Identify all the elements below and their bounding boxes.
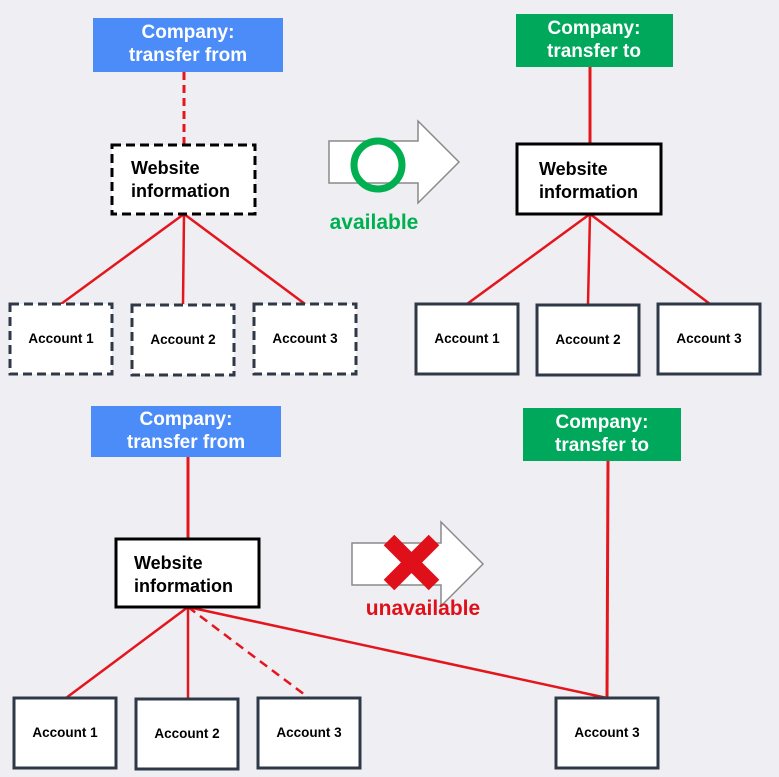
top-website-from-box [110, 143, 257, 216]
top-website-to-line2: information [539, 182, 638, 202]
bottom-from-account-3-box [256, 696, 362, 770]
top-to-account-3-box [656, 302, 762, 376]
bottom-company-to: Company: transfer to [523, 408, 681, 461]
top-website-to: Website information [515, 142, 663, 216]
bottom-moved-account-label: Account 3 [574, 725, 640, 740]
bottom-website-line1: Website [134, 553, 203, 573]
top-to-link-account-3 [589, 213, 711, 305]
top-to-account-1-label: Account 1 [434, 331, 500, 346]
top-website-to-line1: Website [539, 159, 608, 179]
bottom-company-from: Company: transfer from [91, 406, 281, 457]
bottom-from-account-1-label: Account 1 [32, 725, 98, 740]
top-company-from-line2: transfer from [129, 45, 247, 66]
right-arrow-icon [328, 119, 461, 205]
bottom-transfer-indicator: unavailable [351, 520, 485, 620]
top-from-account-3-box [252, 302, 358, 376]
top-to-account-2-label: Account 2 [555, 332, 620, 347]
top-company-from-box [93, 18, 283, 72]
bottom-from-account-1-box [12, 696, 118, 770]
top-company-to-box [516, 14, 673, 67]
bottom-from-link-account-1 [65, 605, 189, 700]
top-from-account-1-label: Account 1 [28, 331, 94, 346]
bottom-company-from-line1: Company: [140, 409, 233, 430]
top-website-from: Website information [110, 143, 257, 216]
cross-x-icon [383, 534, 440, 591]
top-connectors [60, 67, 711, 306]
top-to-link-account-2 [586, 213, 592, 305]
bottom-moved-account-box [554, 696, 660, 770]
top-transfer-indicator: available [328, 119, 461, 234]
top-to-account-1-box [414, 302, 520, 376]
top-company-to-line1: Company: [548, 18, 641, 39]
top-status-available: available [330, 211, 419, 234]
top-company-from: Company: transfer from [93, 18, 283, 72]
bottom-website-to-moved-account [187, 605, 608, 700]
top-website-from-line1: Website [131, 158, 200, 178]
top-from-link-account-3 [183, 212, 306, 306]
top-to-account-3-label: Account 3 [676, 331, 742, 346]
top-from-account-2-label: Account 2 [150, 332, 215, 347]
top-from-account-1-box [8, 302, 114, 376]
top-to-account-2-box [535, 303, 641, 377]
bottom-company-to-line2: transfer to [555, 435, 649, 456]
bottom-website: Website information [114, 537, 261, 609]
bottom-website-line2: information [134, 576, 233, 596]
top-company-to-line2: transfer to [547, 41, 641, 62]
top-company-from-line1: Company: [142, 22, 235, 43]
bottom-connectors [65, 457, 610, 700]
top-to-link-account-1 [466, 212, 591, 306]
bottom-company-to-line1: Company: [556, 412, 649, 433]
bottom-website-box [114, 537, 261, 609]
top-company-to: Company: transfer to [516, 14, 673, 67]
bottom-to-company-link [605, 460, 610, 699]
bottom-from-link-account-3-dashed [187, 606, 310, 699]
circle-check-icon [350, 137, 406, 193]
top-accounts-to: Account 1 Account 2 Account 3 [414, 302, 762, 377]
bottom-accounts-from: Account 1 Account 2 Account 3 [12, 696, 362, 771]
top-from-link-account-1 [60, 212, 185, 306]
top-from-account-3-label: Account 3 [272, 331, 338, 346]
bottom-from-account-2-label: Account 2 [154, 726, 219, 741]
bottom-company-to-box [523, 408, 681, 461]
bottom-company-from-box [91, 406, 281, 457]
bottom-from-account-2-box [134, 697, 240, 771]
top-from-link-account-2 [181, 213, 186, 305]
top-accounts-from: Account 1 Account 2 Account 3 [8, 302, 358, 377]
bottom-moved-account: Account 3 [554, 696, 660, 770]
bottom-from-account-3-label: Account 3 [276, 725, 342, 740]
bottom-company-from-line2: transfer from [127, 432, 245, 453]
top-website-from-line2: information [131, 181, 230, 201]
bottom-status-unavailable: unavailable [366, 597, 480, 620]
top-from-account-2-box [130, 303, 236, 377]
top-website-to-box [515, 142, 663, 216]
